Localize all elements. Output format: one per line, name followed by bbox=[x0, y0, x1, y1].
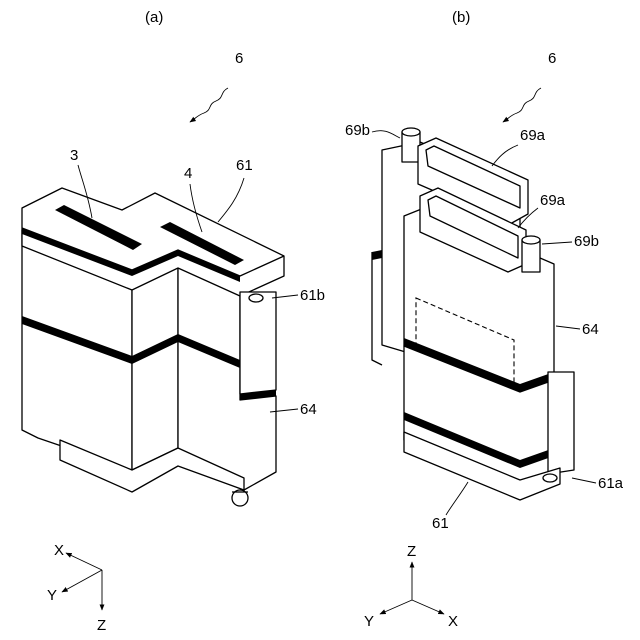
label-4: 4 bbox=[184, 165, 192, 182]
label-64b: 64 bbox=[582, 321, 599, 338]
label-61: 61 bbox=[432, 515, 449, 532]
wavy-arrow-icon bbox=[190, 88, 228, 122]
nozzle-69b-front bbox=[522, 240, 540, 272]
axis-triad-b: Z Y X bbox=[364, 543, 458, 630]
label-61b: 61b bbox=[300, 287, 325, 304]
panel-a-caption: (a) bbox=[145, 9, 163, 26]
axis-b-z: Z bbox=[407, 543, 416, 560]
label-61: 61 bbox=[236, 157, 253, 174]
axis-triad-a: X Y Z bbox=[47, 542, 106, 634]
wavy-arrow-icon bbox=[503, 88, 541, 122]
cartridge-b-front bbox=[404, 188, 574, 500]
label-69a-front: 69a bbox=[540, 192, 566, 209]
label-6: 6 bbox=[235, 50, 243, 67]
label-69b-top: 69b bbox=[345, 122, 370, 139]
panel-a: (a) 6 bbox=[22, 9, 325, 634]
label-69b-front: 69b bbox=[574, 233, 599, 250]
panel-a-reference-6: 6 bbox=[190, 50, 243, 122]
axis-a-x: X bbox=[54, 542, 64, 559]
panel-b: (b) 6 bbox=[345, 9, 624, 630]
label-3: 3 bbox=[70, 147, 78, 164]
corner-post-61a bbox=[548, 372, 574, 474]
label-64: 64 bbox=[300, 401, 317, 418]
axis-a-z: Z bbox=[97, 617, 106, 634]
panel-b-caption: (b) bbox=[452, 9, 470, 26]
cartridge-a bbox=[22, 188, 284, 506]
corner-post-61b bbox=[240, 292, 276, 394]
label-69a-top: 69a bbox=[520, 127, 546, 144]
axis-a-y: Y bbox=[47, 587, 57, 604]
axis-b-y: Y bbox=[364, 613, 374, 630]
panel-b-reference-6: 6 bbox=[503, 50, 556, 122]
label-6b: 6 bbox=[548, 50, 556, 67]
label-61a: 61a bbox=[598, 475, 624, 492]
axis-b-x: X bbox=[448, 613, 458, 630]
